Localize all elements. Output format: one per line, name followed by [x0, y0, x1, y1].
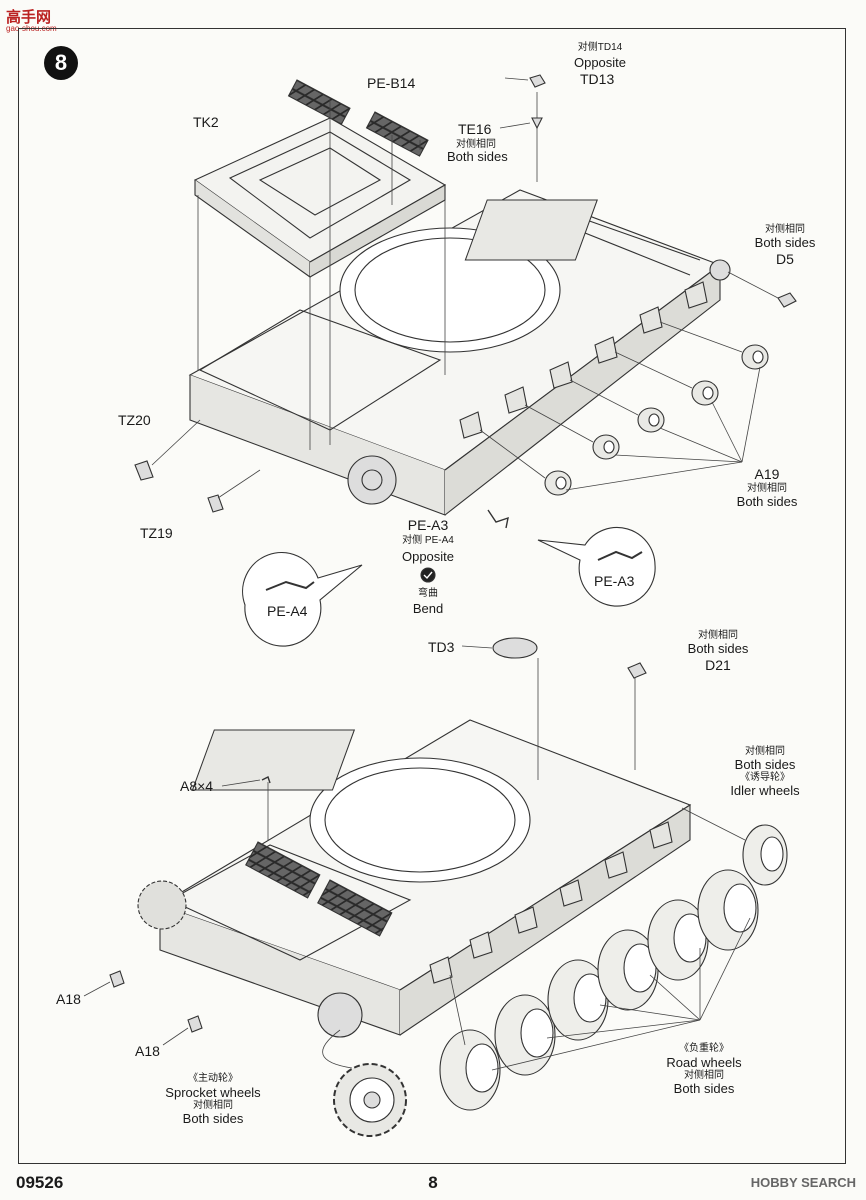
label-road-cn: 《负重轮》: [679, 1043, 729, 1054]
label-pe-a4-cn: 对侧 PE-A4: [402, 535, 454, 546]
label-td14-opposite: Opposite: [573, 55, 627, 70]
page-number: 8: [428, 1173, 438, 1192]
label-te16-both: Both sides: [447, 149, 508, 164]
label-idler-both: Both sides: [734, 757, 796, 772]
site-logo: 高手网: [6, 9, 52, 26]
label-pe-a3: PE-A3: [407, 517, 449, 533]
part-td3: [492, 637, 538, 659]
label-idler-cn: 对侧相同: [745, 746, 785, 757]
label-sprocket-cn2: 对侧相同: [193, 1100, 233, 1111]
label-a19: A19: [754, 466, 780, 482]
label-road-wheels: Road wheels: [666, 1055, 742, 1070]
label-td3: TD3: [428, 639, 455, 655]
label-a19-cn: 对侧相同: [747, 483, 787, 494]
label-te16-cn: 对侧相同: [456, 139, 496, 150]
label-pe-a4-opposite: Opposite: [401, 549, 455, 564]
label-te16: TE16: [458, 121, 492, 137]
label-bend-cn: 弯曲: [418, 588, 438, 599]
label-td14-cn: 对侧TD14: [577, 42, 623, 53]
part-d21: [627, 662, 647, 679]
callout-label-pe-a4: PE-A4: [267, 603, 308, 619]
label-pe-b14: PE-B14: [367, 75, 416, 91]
idler-wheel: [742, 824, 788, 886]
label-sprocket-wheels: Sprocket wheels: [165, 1085, 261, 1100]
label-tz20: TZ20: [118, 412, 151, 428]
installed-mesh-left: [245, 841, 321, 899]
label-road-both: Both sides: [673, 1081, 735, 1096]
part-a18-lower: [187, 1015, 203, 1033]
upper-hull-top: [193, 117, 447, 279]
label-idler-wheels: Idler wheels: [730, 783, 800, 798]
label-a8x4: A8×4: [180, 778, 214, 794]
part-pe-a3: [487, 509, 509, 529]
label-bend: Bend: [412, 601, 444, 616]
label-d5-cn: 对侧相同: [765, 224, 805, 235]
label-sprocket-both: Both sides: [182, 1111, 244, 1126]
label-sprocket-cn: 《主动轮》: [188, 1073, 238, 1084]
part-a18-upper: [109, 970, 125, 988]
road-wheels-a19: [544, 344, 769, 496]
part-a8: [261, 776, 271, 784]
label-a18-lower: A18: [135, 1043, 160, 1059]
label-tk2: TK2: [193, 114, 219, 130]
label-d5-both: Both sides: [754, 235, 816, 250]
watermark-hobby-search: HOBBY SEARCH: [750, 1175, 856, 1190]
label-d21-both: Both sides: [687, 641, 749, 656]
sprocket-wheel: [333, 1063, 407, 1137]
mounted-sprocket: [137, 880, 187, 930]
part-tz20: [134, 460, 154, 481]
part-td13-te16: [499, 74, 546, 130]
installed-mesh-right: [317, 879, 393, 937]
callout-label-pe-a3: PE-A3: [594, 573, 635, 589]
label-d5: D5: [776, 251, 794, 267]
label-d21: D21: [705, 657, 731, 673]
label-a19-both: Both sides: [736, 494, 798, 509]
pe-b14-mesh-right: [365, 111, 429, 157]
label-a18-upper: A18: [56, 991, 81, 1007]
label-idler-cn2: 《诱导轮》: [740, 772, 790, 783]
pe-b14-mesh-left: [287, 79, 351, 125]
model-code: 09526: [16, 1173, 64, 1192]
step-number-badge: 8: [44, 46, 78, 80]
part-tz19: [207, 494, 224, 513]
label-d21-cn: 对侧相同: [698, 630, 738, 641]
part-d5: [727, 271, 797, 308]
page-frame: [18, 28, 846, 1164]
road-wheels-large: [439, 869, 759, 1111]
callout-pe-a4: [242, 552, 363, 647]
bend-icon: [420, 567, 436, 583]
callout-pe-a3: [537, 527, 656, 607]
label-road-cn2: 对侧相同: [684, 1070, 724, 1081]
label-td13: TD13: [580, 71, 615, 87]
suspension-arms-top: [459, 281, 708, 439]
label-tz19: TZ19: [140, 525, 173, 541]
